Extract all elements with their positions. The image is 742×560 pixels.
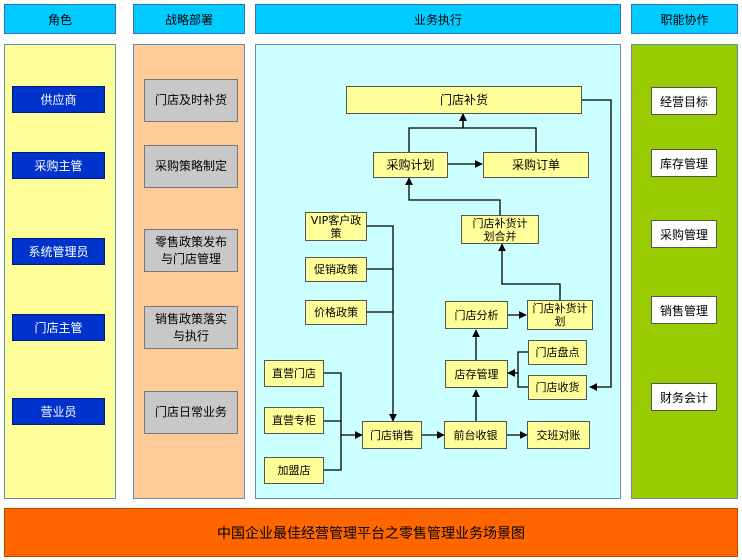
role-purchasing-manager[interactable]: 采购主管 [12,152,105,179]
function-inventory-mgmt-label: 库存管理 [659,156,708,171]
header-strategy: 战略部署 [133,4,245,34]
strategy-retail-policy[interactable]: 零售政策发布 与门店管理 [144,229,238,272]
node-replenish-merge-label: 门店补货计 划合并 [472,216,528,243]
node-vip-policy-label: VIP客户政 策 [310,213,362,240]
role-store-manager[interactable]: 门店主管 [12,314,105,341]
arrow-direct-store-to-sales [324,372,363,439]
strategy-daily-ops[interactable]: 门店日常业务 [144,391,238,434]
line-franchise [324,435,342,471]
node-promo-policy-label: 促销政策 [314,263,358,276]
node-store-replenish-label: 门店补货 [439,92,488,107]
function-sales-mgmt-label: 销售管理 [659,303,708,318]
role-store-manager-label: 门店主管 [34,321,83,335]
role-salesperson-label: 营业员 [40,405,77,419]
node-purchase-order-label: 采购订单 [511,157,560,172]
strategy-store-replenish[interactable]: 门店及时补货 [144,79,238,122]
header-strategy-label: 战略部署 [164,12,213,27]
arrow-merge-to-plan [405,177,501,215]
node-purchase-plan-label: 采购计划 [386,157,435,172]
node-store-replenish[interactable]: 门店补货 [346,86,582,114]
function-finance-label: 财务会计 [659,390,708,405]
node-price-policy-label: 价格政策 [314,306,358,319]
node-replenish-merge[interactable]: 门店补货计 划合并 [461,215,539,244]
node-franchise[interactable]: 加盟店 [264,457,324,484]
functions-panel [631,44,738,499]
arrow-receive-to-inventory [507,369,528,388]
function-sales-mgmt[interactable]: 销售管理 [651,296,717,324]
function-finance[interactable]: 财务会计 [651,383,717,411]
node-promo-policy[interactable]: 促销政策 [305,257,367,282]
node-inventory-mgmt-label: 店存管理 [454,367,499,381]
node-front-cashier[interactable]: 前台收银 [444,421,507,449]
node-store-analysis[interactable]: 门店分析 [445,301,508,329]
node-store-receive-label: 门店收货 [535,381,580,394]
node-direct-counter-label: 直营专柜 [272,414,316,427]
role-salesperson[interactable]: 营业员 [12,398,105,425]
header-functions: 职能协作 [631,4,738,34]
role-purchasing-manager-label: 采购主管 [34,159,83,173]
function-business-goals[interactable]: 经营目标 [651,87,717,115]
footer-title: 中国企业最佳经营管理平台之零售管理业务场景图 [217,525,525,542]
node-vip-policy[interactable]: VIP客户政 策 [305,212,367,241]
node-shift-reconcile[interactable]: 交班对账 [527,421,590,449]
node-store-sales-label: 门店销售 [370,428,414,442]
node-stock-check-label: 门店盘点 [535,346,580,359]
strategy-retail-policy-label: 零售政策发布 与门店管理 [154,234,227,266]
node-inventory-mgmt[interactable]: 店存管理 [445,360,508,388]
arrow-plan2-to-merge [498,243,561,300]
node-purchase-order[interactable]: 采购订单 [483,152,589,178]
role-system-admin-label: 系统管理员 [28,245,89,259]
role-supplier[interactable]: 供应商 [12,86,105,113]
arrow-replenish-to-receive [582,99,612,391]
role-supplier-label: 供应商 [40,93,77,107]
node-replenish-plan[interactable]: 门店补货计 划 [527,300,593,330]
strategy-purchase-policy[interactable]: 采购策略制定 [144,145,238,188]
node-store-analysis-label: 门店分析 [454,308,499,322]
node-price-policy[interactable]: 价格政策 [305,300,367,325]
arrow-order-to-replenish [459,113,537,152]
strategy-sales-policy-label: 销售政策落实 与执行 [154,311,227,343]
strategy-sales-policy[interactable]: 销售政策落实 与执行 [144,306,238,349]
header-functions-label: 职能协作 [660,12,709,27]
function-purchase-mgmt-label: 采购管理 [659,227,708,242]
footer-banner: 中国企业最佳经营管理平台之零售管理业务场景图 [4,508,738,557]
node-stock-check[interactable]: 门店盘点 [528,340,587,365]
node-replenish-plan-label: 门店补货计 划 [532,302,588,328]
arrow-check-to-inventory [507,351,528,377]
arrow-vip-to-sales [367,225,397,422]
node-store-sales[interactable]: 门店销售 [362,421,422,449]
header-business: 业务执行 [255,4,621,34]
header-business-label: 业务执行 [413,12,462,27]
node-purchase-plan[interactable]: 采购计划 [373,152,448,178]
role-system-admin[interactable]: 系统管理员 [12,238,105,265]
node-franchise-label: 加盟店 [277,464,311,477]
node-direct-store[interactable]: 直营门店 [264,360,324,387]
strategy-purchase-policy-label: 采购策略制定 [154,159,227,173]
function-business-goals-label: 经营目标 [659,94,708,109]
node-direct-counter[interactable]: 直营专柜 [264,407,324,434]
node-shift-reconcile-label: 交班对账 [536,428,581,442]
header-roles: 角色 [4,4,116,34]
strategy-store-replenish-label: 门店及时补货 [154,93,227,107]
node-direct-store-label: 直营门店 [272,367,316,380]
arrow-plan-to-replenish [408,113,467,152]
strategy-daily-ops-label: 门店日常业务 [154,405,227,419]
node-store-receive[interactable]: 门店收货 [528,375,587,400]
node-front-cashier-label: 前台收银 [453,428,498,442]
header-roles-label: 角色 [47,12,72,27]
function-inventory-mgmt[interactable]: 库存管理 [651,149,717,177]
function-purchase-mgmt[interactable]: 采购管理 [651,220,717,248]
